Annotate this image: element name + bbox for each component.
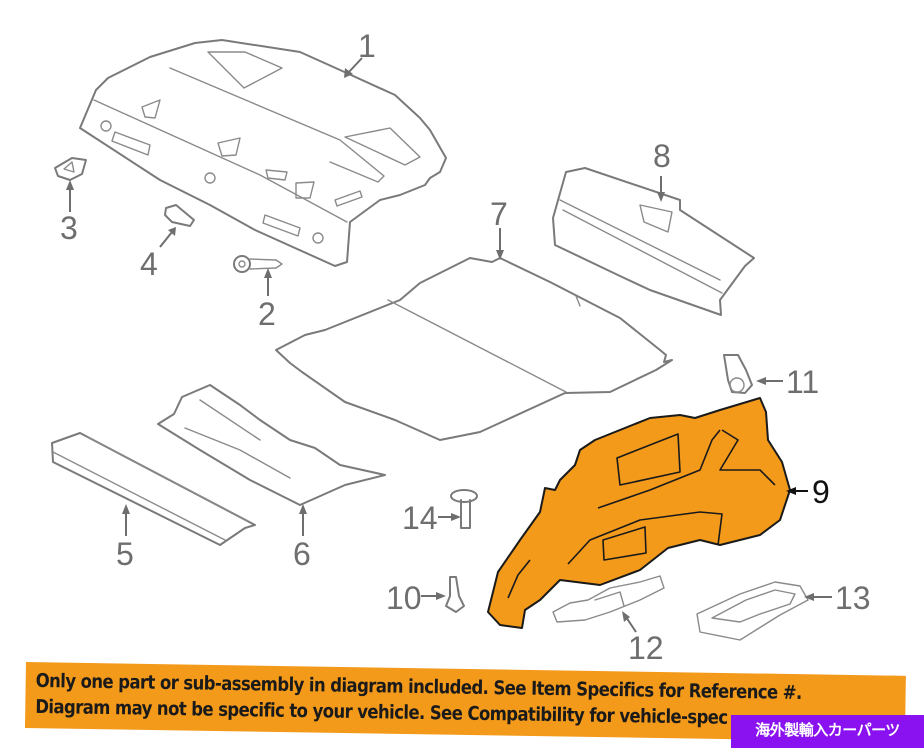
part-4-pad: [164, 204, 195, 227]
part-11-bracket: [723, 354, 753, 394]
callout-1: 1: [358, 28, 376, 64]
part-1-package-tray: [79, 39, 447, 267]
callout-6: 6: [293, 536, 311, 572]
callout-14: 14: [402, 500, 438, 536]
part-10-clip: [445, 576, 465, 613]
callout-11: 11: [786, 364, 820, 400]
part-2-screw: [233, 255, 283, 273]
part-13-tray: [696, 581, 809, 641]
callout-10: 10: [386, 580, 422, 616]
part-3-clip: [54, 157, 87, 181]
callout-7: 7: [490, 196, 508, 232]
watermark-badge: 海外製輸入カーパーツ: [731, 715, 924, 748]
part-9-trunk-side-trim: [487, 397, 791, 629]
callout-2: 2: [258, 296, 276, 332]
part-8-sill-plate: [552, 167, 755, 316]
part-12-bracket: [552, 575, 665, 623]
callout-arrows: [66, 57, 832, 633]
callout-13: 13: [835, 580, 871, 616]
callout-5: 5: [116, 536, 134, 572]
part-7-floor-mat: [275, 257, 673, 441]
part-6-panel: [157, 384, 386, 506]
part-14-push-pin: [450, 489, 478, 529]
callout-8: 8: [653, 138, 671, 174]
callout-9: 9: [812, 474, 830, 510]
callout-3: 3: [60, 210, 78, 246]
callout-12: 12: [628, 630, 664, 666]
callout-4: 4: [140, 246, 158, 282]
part-5-scuff-plate: [51, 432, 256, 546]
